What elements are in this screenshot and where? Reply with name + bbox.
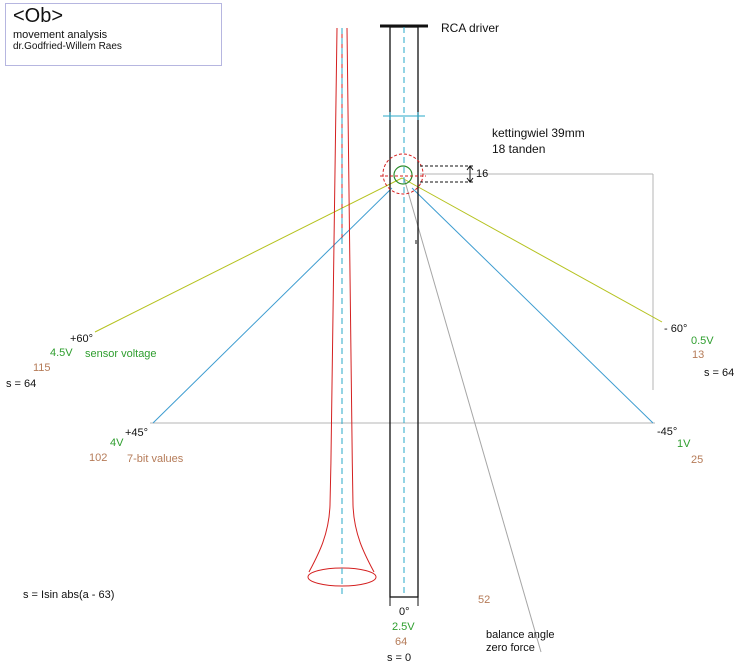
left-45-angle: +45° [125,427,149,439]
bottom-angle: 0° [399,606,410,618]
left-45-value: 102 [89,452,108,464]
title-box [5,3,222,66]
formula-label: s = Isin abs(a - 63) [23,589,115,601]
subtitle: movement analysis [13,29,108,41]
balance-label-1: balance angle [486,629,555,641]
sensor-voltage-note: sensor voltage [85,348,157,360]
line-right-60 [401,177,663,323]
teeth-label: 18 tanden [492,142,546,156]
bottom-voltage: 2.5V [392,621,415,633]
left-60-angle: +60° [70,333,94,345]
right-60-s: s = 64 [704,367,735,379]
line-right-45 [411,187,654,424]
balance-angle-line [403,177,542,653]
left-45-voltage: 4V [110,437,124,449]
right-45-voltage: 1V [677,438,691,450]
line-left-45 [152,187,393,424]
left-60-voltage: 4.5V [50,347,73,359]
author: dr.Godfried-Willem Raes [13,41,122,52]
left-60-s: s = 64 [6,378,37,390]
balance-label-2: zero force [486,642,535,654]
dimension-16-label: 16 [476,168,489,180]
dimension-16-arrowhead-top [466,165,474,171]
rca-driver-label: RCA driver [441,21,500,35]
bottom-value: 64 [395,636,408,648]
line-left-60 [94,177,403,333]
title: <Ob> [13,5,64,27]
right-45-value: 25 [691,454,704,466]
right-60-value: 13 [692,349,705,361]
right-60-voltage: 0.5V [691,335,714,347]
chain-wheel-label: kettingwiel 39mm [492,126,585,140]
chain-wheel-outer [382,153,424,195]
seven-bit-note: 7-bit values [127,453,184,465]
bottom-s: s = 0 [387,652,412,664]
right-45-angle: -45° [657,426,678,438]
pendulum-shape [308,27,375,573]
left-60-value: 115 [33,362,51,374]
dimension-16-arrowhead-bottom [466,177,474,183]
right-60-angle: - 60° [664,323,688,335]
balance-value: 52 [478,594,491,606]
chain-wheel-inner [393,165,413,185]
